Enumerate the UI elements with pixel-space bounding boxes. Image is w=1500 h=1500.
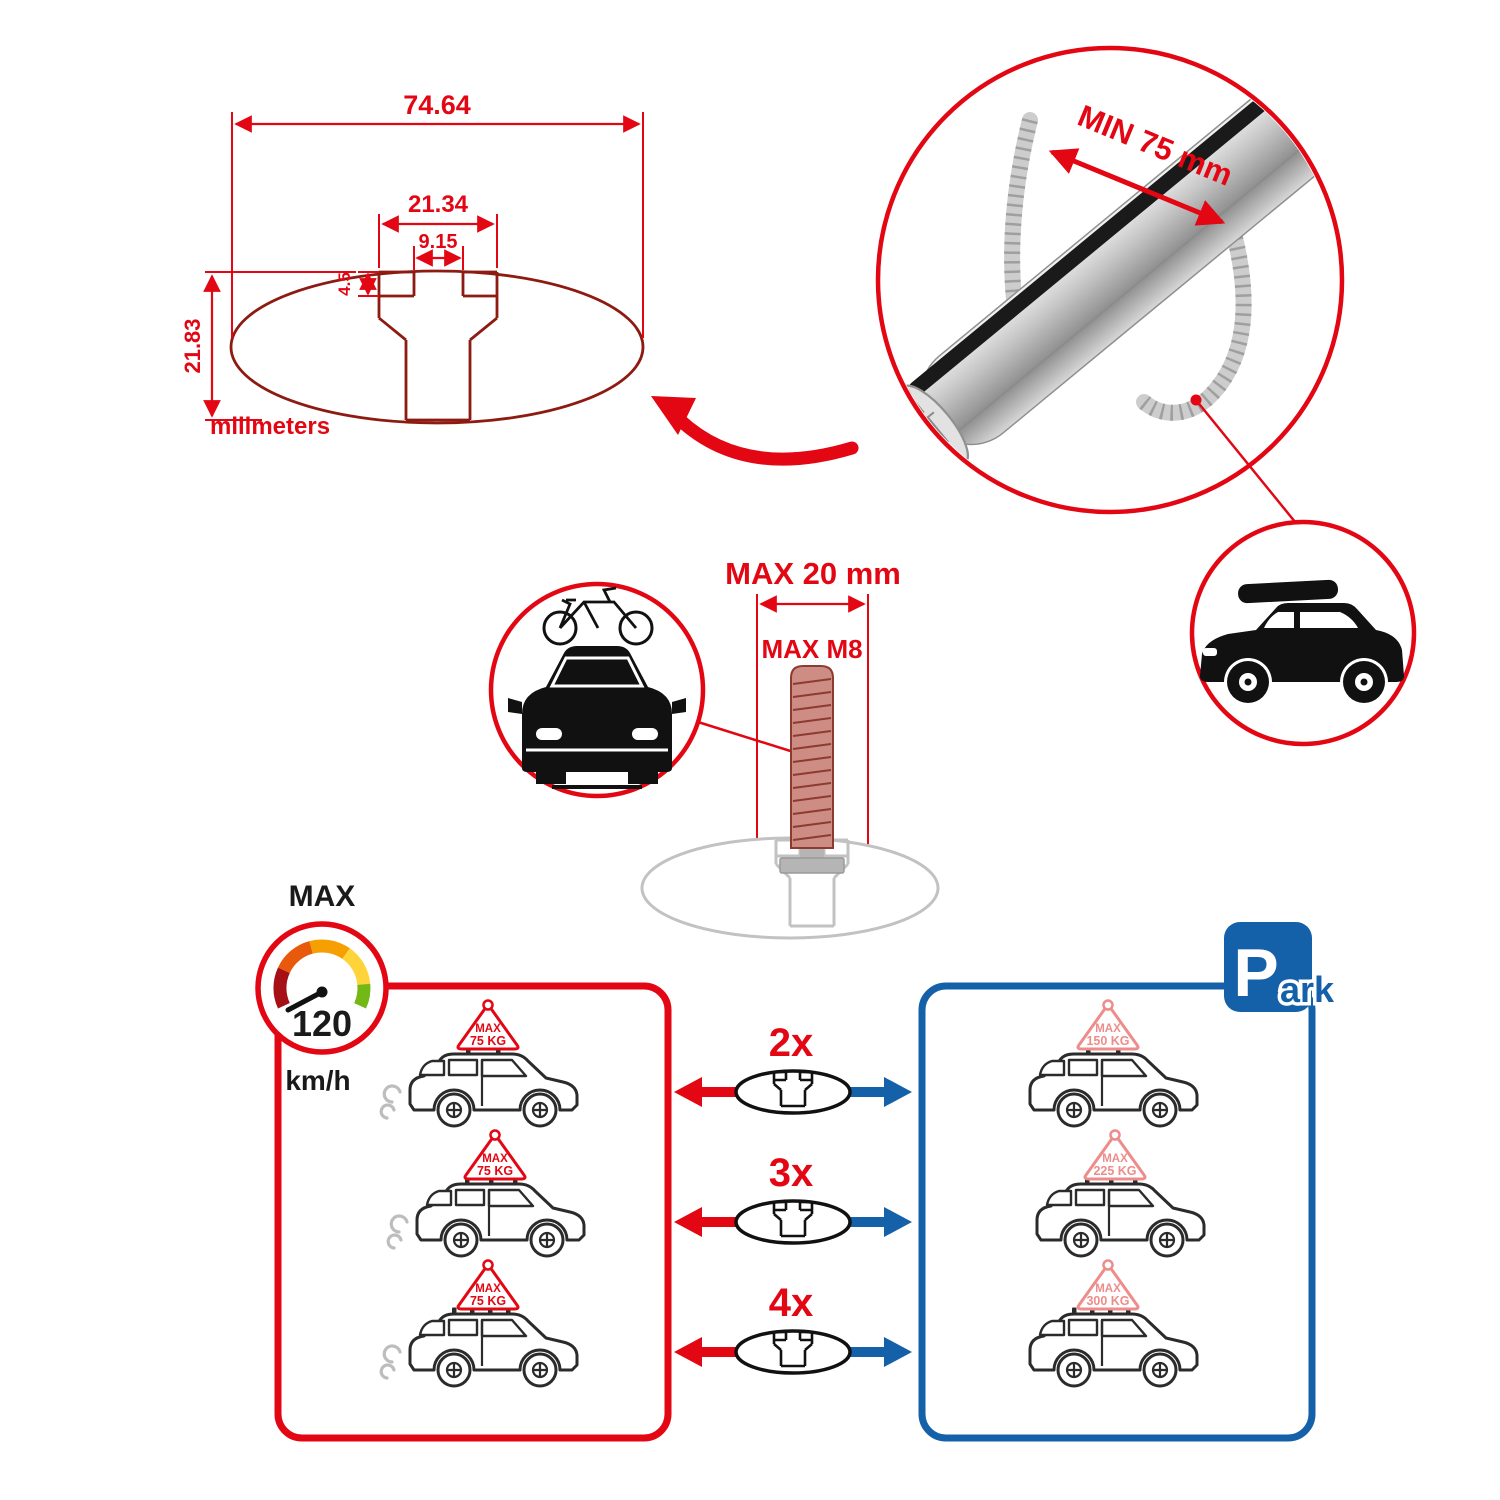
parked-car-row-2: MAX 225 KG [1037,1129,1204,1257]
max-width-label: MAX 20 mm [725,556,901,591]
roof-box [1238,579,1338,604]
svg-text:300 KG: 300 KG [1086,1294,1129,1308]
units-label: milimeters [210,413,330,440]
bar-section-icon [734,1199,852,1245]
t-bolt-head [779,857,845,874]
driving-car-row-1: MAX 75 KG [379,999,577,1127]
t-slot-profile [377,270,499,422]
dim-channel-width-label: 21.34 [408,191,469,218]
dim-21-83-extension-lines [205,271,356,421]
svg-text:MAX: MAX [1095,1023,1121,1035]
bar-cross-section-ellipse [229,269,645,425]
park-suffix: ark [1280,969,1335,1010]
dim-total-height-label: 21.83 [180,318,205,373]
bike-icon [542,586,654,646]
svg-text:MAX: MAX [1095,1283,1121,1295]
svg-text:75 KG: 75 KG [470,1034,506,1048]
parked-car-row-3: MAX 300 KG [1030,1259,1197,1387]
svg-text:75 KG: 75 KG [477,1164,513,1178]
dim-9-15-extension-lines [413,246,464,270]
load-sign: MAX 150 KG [1076,999,1140,1051]
connector-line-bolt [697,720,801,756]
svg-text:225 KG: 225 KG [1093,1164,1136,1178]
multiplier-4x: 4x [769,1281,814,1325]
load-sign: MAX 75 KG [456,1259,520,1311]
bar-detail-circle: MIN 75 mm [875,45,1345,515]
speed-unit: km/h [285,1065,350,1096]
min-span-arrow [1048,148,1226,226]
svg-text:MAX: MAX [475,1283,501,1295]
dim-total-width-label: 74.64 [403,90,471,120]
svg-text:MAX: MAX [482,1153,508,1165]
car-bike-circle [488,581,706,799]
car-front-icon [508,646,686,789]
clamp-strap-right [1136,230,1252,421]
speedometer: MAX 120 km/h [255,880,389,1096]
dim-21-34-extension-lines [378,214,498,268]
bar-section-icon [734,1069,852,1115]
suv-with-roofbox-icon [1200,579,1404,703]
svg-text:MAX: MAX [475,1023,501,1035]
driving-car-row-3: MAX 75 KG [379,1259,577,1387]
svg-text:150 KG: 150 KG [1086,1034,1129,1048]
speedometer-gauge-icon [273,939,371,1009]
dim-74-extension-lines [231,112,644,338]
car-roofbox-circle [1189,519,1417,747]
bar-section-icon [734,1329,852,1375]
bars-2x-arrow: 2x [674,1021,912,1115]
crossbar-dimension-drawing: 74.64 21.34 9.15 4.5 21.83 milimeters [180,90,645,440]
multiplier-3x: 3x [769,1151,814,1195]
bolt-section: MAX 20 mm MAX M8 [488,556,940,940]
dim-lip-depth-label: 4.5 [335,272,354,296]
max-width-extension-lines [756,594,869,845]
speed-value: 120 [292,1003,352,1044]
thread-label: MAX M8 [761,634,862,664]
load-sign: MAX 225 KG [1083,1129,1147,1181]
park-letter: P [1233,935,1278,1011]
bars-3x-arrow: 3x [674,1151,912,1245]
load-sign: MAX 75 KG [463,1129,527,1181]
zoom-arrow [651,396,859,466]
dim-slot-width-label: 9.15 [419,231,458,253]
park-sign: P ark [1224,922,1339,1014]
load-sign: MAX 300 KG [1076,1259,1140,1311]
driving-car-row-2: MAX 75 KG [386,1129,584,1257]
parked-car-row-1: MAX 150 KG [1030,999,1197,1127]
bars-4x-arrow: 4x [674,1281,912,1375]
ghost-bar-cross-section [640,836,940,940]
speedometer-needle [285,989,325,1013]
svg-text:75 KG: 75 KG [470,1294,506,1308]
dim-4-5-extension-lines [358,271,379,297]
threaded-bolt-icon [790,665,834,849]
connector-line-car-circle [1195,399,1301,529]
zoom-arrowhead [651,396,696,435]
multiplier-2x: 2x [769,1021,814,1065]
park-sign-square [1224,922,1312,1012]
svg-text:MAX: MAX [1102,1153,1128,1165]
load-sign: MAX 75 KG [456,999,520,1051]
speed-max-label: MAX [289,880,356,913]
